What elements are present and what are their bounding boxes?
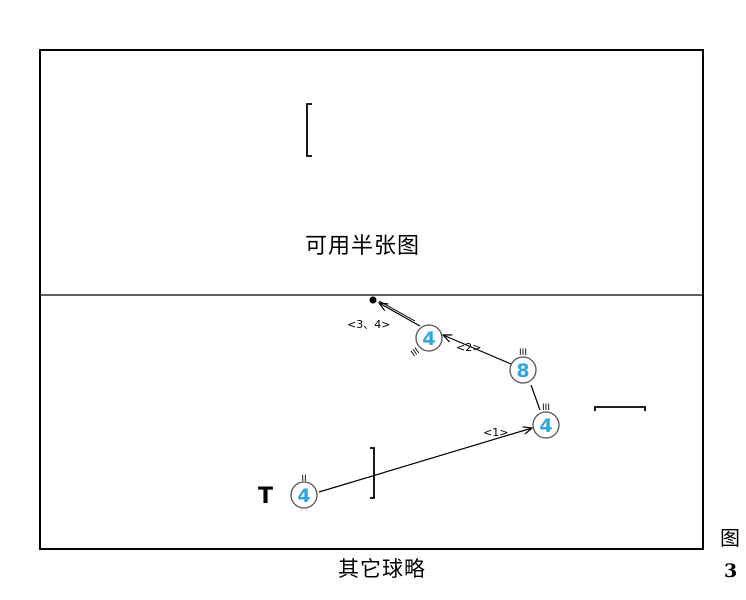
target-dot — [369, 296, 377, 304]
ball-4-right: 4 III — [532, 403, 560, 439]
ball-8: 8 III — [509, 348, 537, 384]
figure-label: 图 — [720, 526, 740, 550]
top-pocket-bracket — [306, 103, 312, 157]
path-line-3b — [378, 300, 416, 322]
figure-number: 3 — [724, 560, 738, 582]
t-marker: T — [258, 484, 273, 509]
path-label-1: <1> — [483, 426, 508, 439]
ball-tick: III — [519, 348, 527, 358]
path-line-1 — [318, 428, 532, 493]
ball-4-upper: 4 III — [409, 324, 443, 359]
path-label-3: <3、4> — [347, 318, 390, 331]
path-line-2a — [530, 384, 541, 411]
shot-line-bracket — [370, 447, 375, 499]
ball-tick: III — [409, 346, 421, 359]
bottom-caption: 其它球略 — [338, 557, 426, 581]
path-line-2b — [443, 335, 512, 365]
ball-number: 4 — [539, 415, 552, 437]
right-pocket-bracket — [594, 406, 646, 411]
ball-number: 4 — [422, 328, 435, 350]
ball-number: 4 — [297, 485, 310, 507]
path-label-2: <2> — [456, 341, 481, 354]
table-frame — [39, 49, 704, 550]
path-line-3 — [379, 303, 421, 327]
half-table-caption: 可用半张图 — [305, 234, 421, 259]
ball-tick: III — [542, 403, 550, 413]
ball-tick: II — [301, 474, 306, 484]
ball-4-start: 4 II — [290, 474, 318, 509]
ball-number: 8 — [516, 360, 529, 382]
